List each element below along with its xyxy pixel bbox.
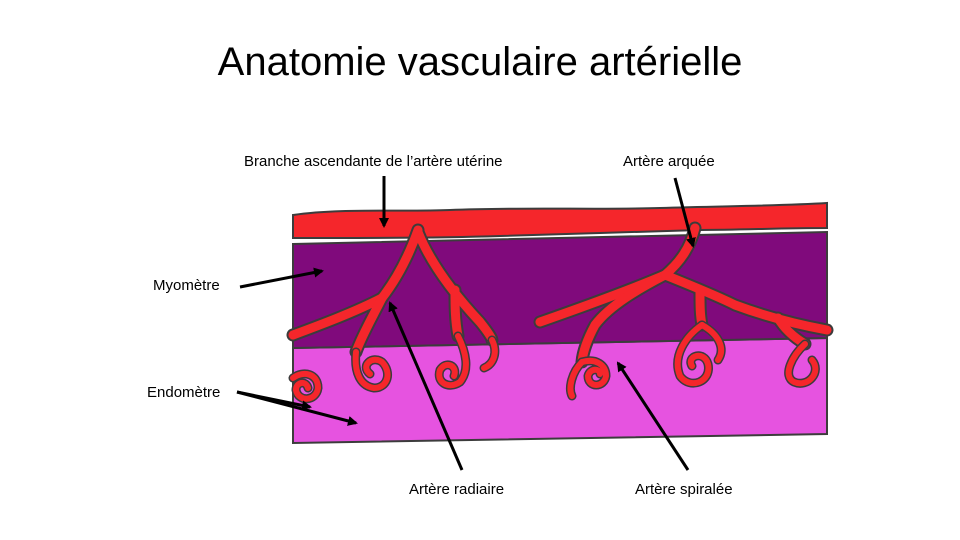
label-spiral-artery: Artère spiralée [635,481,733,498]
myometrium-layer [292,230,828,350]
arrow-radial-artery [388,301,464,471]
arrow-endometrium-2 [236,390,358,426]
ascending-artery-band [292,201,828,239]
arrow-myometrium [239,267,324,289]
label-radial-artery: Artère radiaire [409,481,505,498]
arrow-arcuate-artery [673,177,696,248]
label-arcuate-artery: Artère arquée [623,153,715,170]
callout-arrows [236,176,696,471]
slide-title: Anatomie vasculaire artérielle [217,40,743,84]
spiral-arteries [288,320,820,404]
label-endometrium: Endomètre [147,384,221,401]
arrow-spiral-artery [616,361,690,471]
label-myometrium: Myomètre [153,277,220,294]
label-ascending-branch: Branche ascendante de l’artère utérine [244,153,503,170]
